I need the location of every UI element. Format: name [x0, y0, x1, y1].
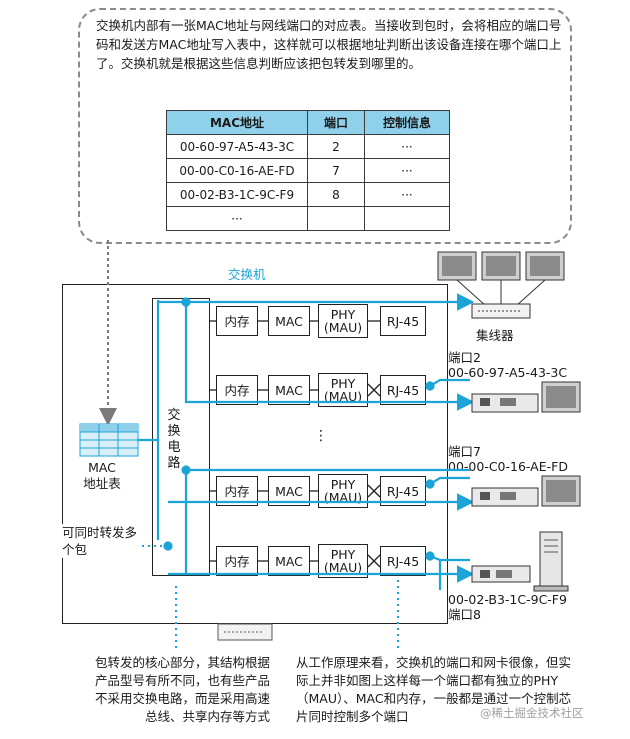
header-port: 端口 [307, 110, 365, 135]
header-mac: MAC地址 [166, 110, 308, 135]
rj45-box: RJ-45 [380, 546, 426, 576]
mac-box: MAC [268, 306, 310, 336]
mac-address-table: MAC地址 端口 控制信息 00-60-97-A5-43-3C 2 ··· 00… [166, 110, 450, 231]
table-cell: 7 [307, 158, 365, 183]
table-cell: 00-60-97-A5-43-3C [166, 134, 308, 159]
table-header-row: MAC地址 端口 控制信息 [166, 110, 450, 135]
table-cell: ··· [364, 182, 450, 207]
memory-box: 内存 [216, 375, 258, 405]
port8-label: 端口8 [448, 607, 481, 622]
nic-card-icon [471, 487, 539, 507]
nic-card-icon [471, 393, 539, 413]
table-row: 00-00-C0-16-AE-FD 7 ··· [166, 158, 450, 183]
table-cell: 00-00-C0-16-AE-FD [166, 158, 308, 183]
watermark: @稀土掘金技术社区 [480, 706, 584, 720]
port7-label: 端口7 [448, 444, 481, 459]
hub-label: 集线器 [476, 328, 514, 343]
mac-box: MAC [268, 476, 310, 506]
table-cell: ··· [364, 134, 450, 159]
port2-mac: 00-60-97-A5-43-3C [448, 365, 568, 380]
phy-box: PHY (MAU) [318, 544, 368, 578]
phy-box: PHY (MAU) [318, 373, 368, 407]
table-cell: ··· [166, 206, 308, 231]
table-cell: 8 [307, 182, 365, 207]
port-note: 从工作原理来看，交换机的端口和网卡很像，但实际上并非如图上这样每一个端口都有独立… [296, 655, 572, 724]
mac-box: MAC [268, 375, 310, 405]
callout-text: 交换机内部有一张MAC地址与网线端口的对应表。当接收到包时，会将相应的端口号码和… [96, 18, 562, 71]
table-row: 00-02-B3-1C-9C-F9 8 ··· [166, 182, 450, 207]
table-cell [364, 206, 450, 231]
concurrent-forwarding-label: 可同时转发多个包 [62, 524, 142, 558]
port2-label: 端口2 [448, 350, 481, 365]
hub-icon [456, 279, 546, 319]
table-row: 00-60-97-A5-43-3C 2 ··· [166, 134, 450, 159]
table-row: ··· [166, 206, 450, 231]
switching-circuit-label: 交换电路 [167, 408, 181, 471]
circuit-note: 包转发的核心部分，其结构根据产品型号有所不同，也有些产品不采用交换电路，而是采用… [94, 655, 270, 724]
table-cell: 00-02-B3-1C-9C-F9 [166, 182, 308, 207]
rj45-box: RJ-45 [380, 375, 426, 405]
table-cell: 2 [307, 134, 365, 159]
computer-icon [541, 381, 581, 413]
mac-box: MAC [268, 546, 310, 576]
memory-box: 内存 [216, 476, 258, 506]
server-icon [533, 531, 569, 592]
table-cell [307, 206, 365, 231]
more-rows-dots: ⋮ [314, 428, 328, 444]
switch-device-icon [217, 623, 273, 641]
memory-box: 内存 [216, 306, 258, 336]
phy-box: PHY (MAU) [318, 474, 368, 508]
phy-box: PHY (MAU) [318, 304, 368, 338]
computer-icon [541, 475, 581, 507]
mac-table-label: MAC 地址表 [83, 460, 121, 491]
rj45-box: RJ-45 [380, 476, 426, 506]
table-cell: ··· [364, 158, 450, 183]
nic-card-icon [471, 565, 531, 583]
switch-title: 交换机 [228, 267, 266, 282]
port8-mac: 00-02-B3-1C-9C-F9 [448, 592, 567, 607]
rj45-box: RJ-45 [380, 306, 426, 336]
port7-mac: 00-00-C0-16-AE-FD [448, 459, 568, 474]
header-control: 控制信息 [364, 110, 450, 135]
monitor-icon [437, 251, 565, 281]
memory-box: 内存 [216, 546, 258, 576]
